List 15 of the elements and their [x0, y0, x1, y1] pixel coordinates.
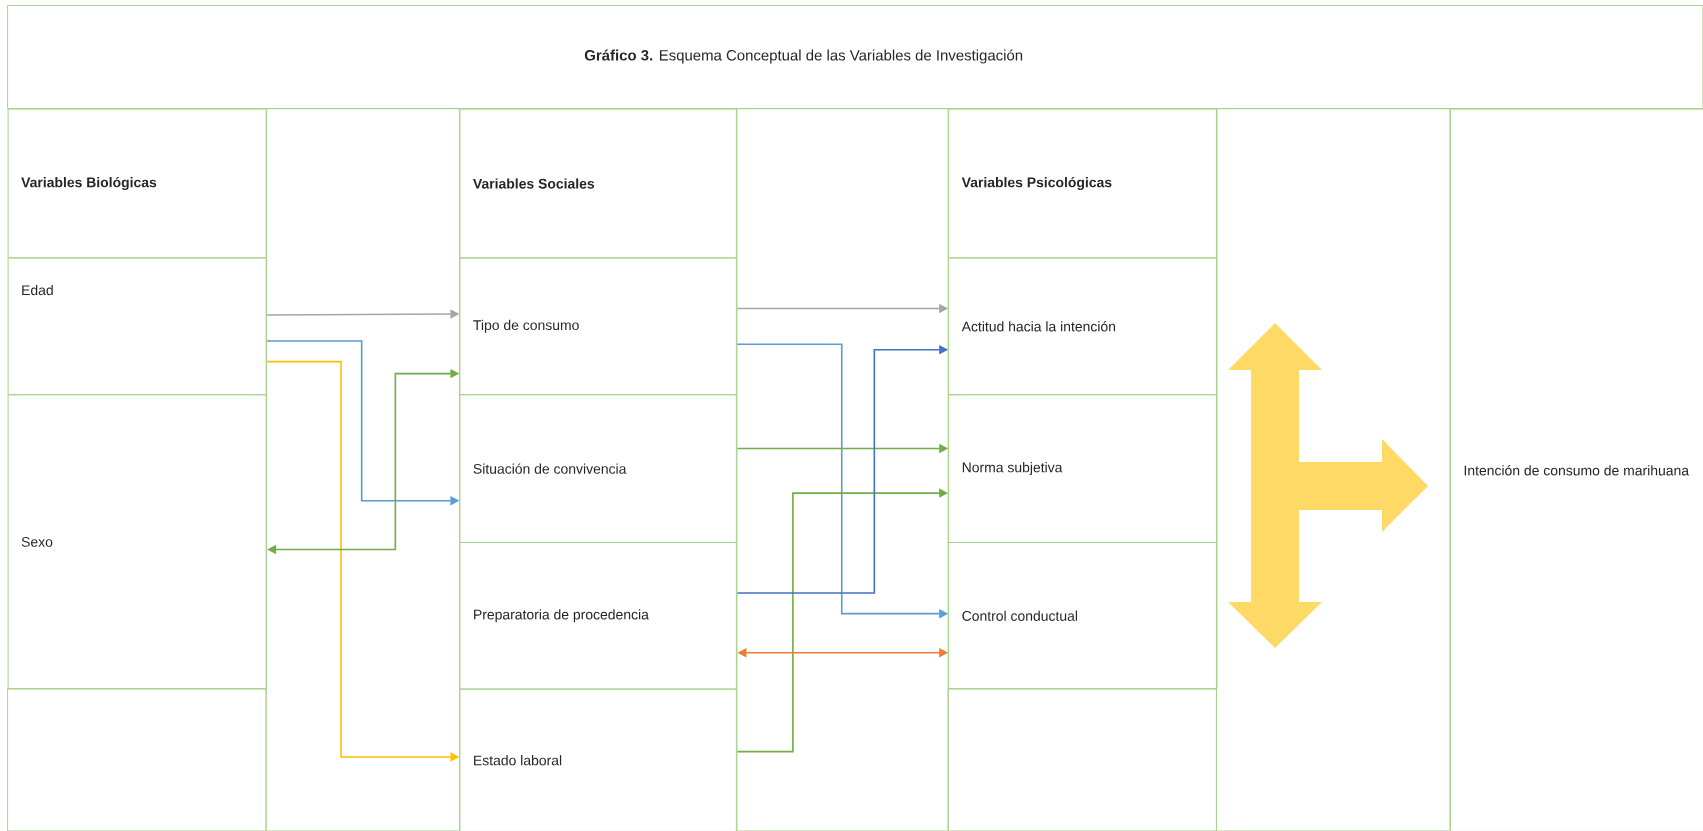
- table-cell: Estado laboral: [459, 688, 738, 831]
- table-cell: Norma subjetiva: [948, 394, 1218, 543]
- title-band: Gráfico 3. Esquema Conceptual de las Variables de Investigación: [7, 5, 1703, 110]
- branch-arrow: [1228, 323, 1428, 649]
- table-cell: Control conductual: [948, 542, 1218, 690]
- table-cell: Preparatoria de procedencia: [459, 542, 738, 690]
- table-cell: Intención de consumo de marihuana: [1449, 108, 1703, 831]
- table-cell: Sexo: [7, 394, 268, 690]
- table-cell: Tipo de consumo: [459, 257, 738, 396]
- header-cell: Variables Sociales: [459, 108, 738, 259]
- table-cell: Situación de convivencia: [459, 394, 738, 543]
- table-cell: Actitud hacia la intención: [948, 257, 1218, 396]
- table-cell: Edad: [7, 257, 268, 396]
- header-cell: Variables Biológicas: [7, 108, 268, 259]
- header-cell: Variables Psicológicas: [948, 108, 1218, 259]
